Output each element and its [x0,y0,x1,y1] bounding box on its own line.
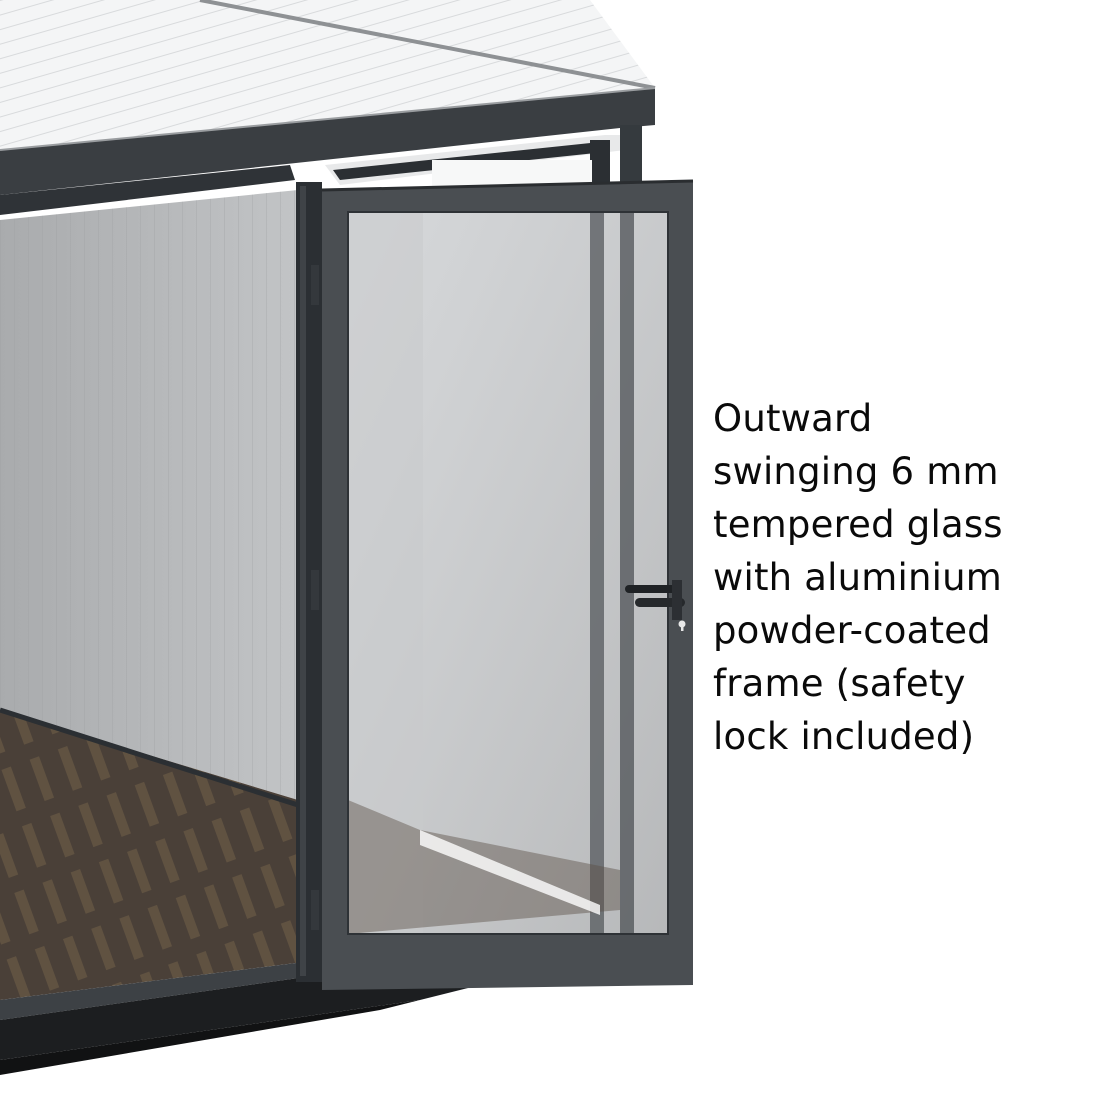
caption-line: tempered glass [713,503,1003,546]
safety-lock-icon [678,620,686,631]
interior-floor [0,707,320,1000]
interior-wall [0,190,298,800]
caption-line: with aluminium [713,556,1003,599]
caption-line: powder-coated [713,609,991,652]
caption-line: Outward [713,397,873,440]
door-handle [625,580,685,620]
glass-door [321,179,694,990]
caption-line: lock included) [713,715,975,758]
caption-line: frame (safety [713,662,966,705]
feature-caption: Outward swinging 6 mm tempered glass wit… [713,392,1083,763]
roof [0,0,656,215]
door-jamb [296,182,322,982]
caption-line: swinging 6 mm [713,450,999,493]
